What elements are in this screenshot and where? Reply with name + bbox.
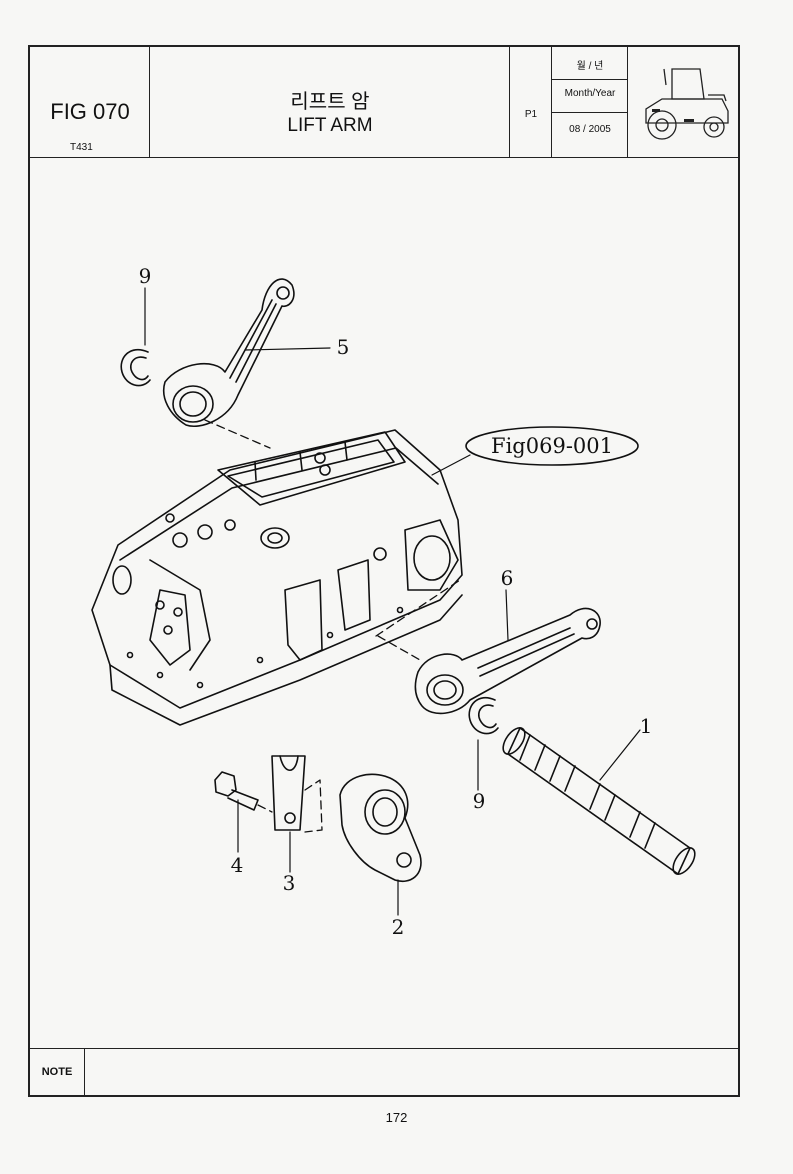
snap-ring-upper <box>120 348 151 387</box>
callout-6: 6 <box>501 566 514 590</box>
note-row: NOTE <box>30 1048 738 1095</box>
bolt <box>214 771 259 811</box>
callout-1: 1 <box>640 714 653 738</box>
callout-2: 2 <box>392 915 405 939</box>
splined-shaft <box>502 727 696 875</box>
title-english: LIFT ARM <box>287 115 373 136</box>
tractor-icon <box>645 68 729 140</box>
page-id-cell <box>510 47 552 157</box>
lift-arm-lower <box>414 607 601 715</box>
page-frame: FIG 070 T431 리프트 암 LIFT ARM P1 월 / 년 Mon… <box>28 45 740 1097</box>
page-id: P1 <box>524 109 538 120</box>
snap-ring-lower <box>468 696 499 735</box>
month-year-label: Month/Year <box>564 88 616 99</box>
callout-5: 5 <box>337 335 350 359</box>
page-number: 172 <box>385 1110 408 1125</box>
lift-lever <box>339 773 422 882</box>
callout-3: 3 <box>283 871 296 895</box>
title-cell <box>150 47 510 157</box>
fig-number-cell: FIG 070 T431 <box>30 47 150 157</box>
note-label: NOTE <box>30 1049 85 1095</box>
lift-arm-upper <box>163 278 295 427</box>
model-code: T431 <box>70 142 93 153</box>
pin-plate <box>271 755 306 831</box>
issue-date: 08 / 2005 <box>569 124 611 135</box>
month-year-korean: 월 / 년 <box>576 61 604 72</box>
callout-4: 4 <box>231 853 244 877</box>
callout-9-lower: 9 <box>473 789 486 813</box>
callout-9-upper: 9 <box>139 264 152 288</box>
title-korean: 리프트 암 <box>290 91 370 113</box>
fig-number: FIG 070 <box>50 99 130 124</box>
reference-label: Fig069-001 <box>491 434 613 458</box>
lift-cover-housing <box>91 429 463 726</box>
month-year-cell <box>552 47 628 157</box>
